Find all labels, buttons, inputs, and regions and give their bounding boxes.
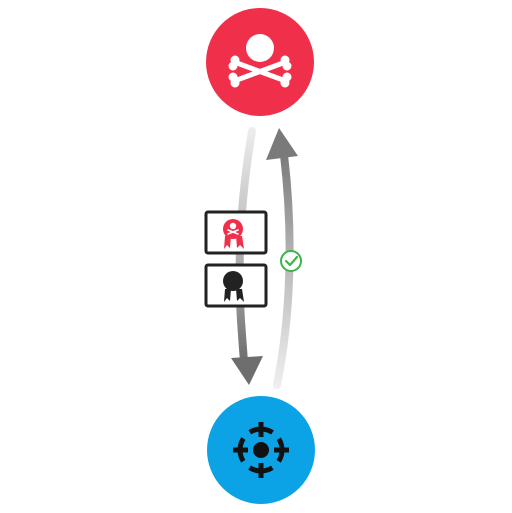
certificate-icon-legit — [204, 263, 268, 308]
certificate-icon-malicious — [204, 210, 268, 255]
skull-seal-icon — [223, 219, 244, 249]
arrowhead-up — [266, 128, 298, 160]
arrowhead-down — [231, 356, 263, 385]
crosshair-target-icon — [233, 422, 289, 478]
attacker-node — [206, 8, 314, 116]
edge-target-to-attacker — [266, 128, 298, 389]
edge-attacker-to-target — [231, 127, 263, 385]
skull-crossbones-icon — [228, 34, 292, 88]
plain-seal-icon — [223, 271, 244, 302]
check-circle-icon — [280, 250, 302, 272]
target-node — [207, 396, 315, 504]
